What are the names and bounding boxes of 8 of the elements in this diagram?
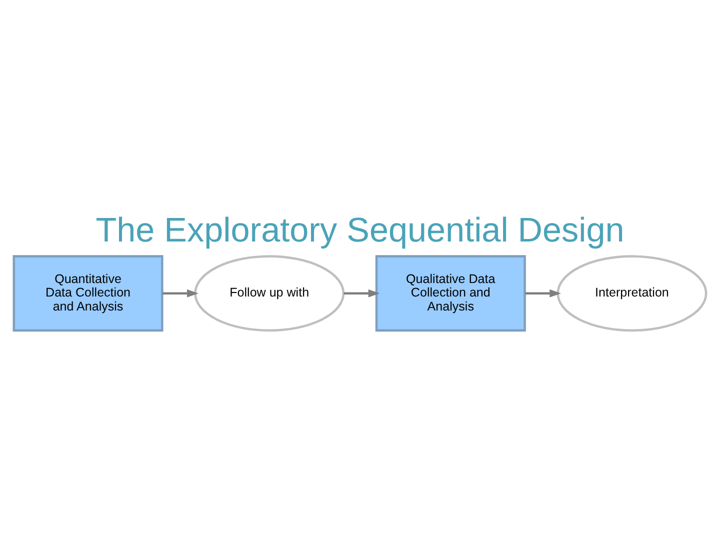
arrow: [525, 289, 562, 298]
diagram-title: The Exploratory Sequential Design: [96, 211, 624, 250]
arrow: [344, 289, 380, 298]
node-box: Quantitative Data Collection and Analysis: [12, 255, 164, 332]
node-ellipse: Interpretation: [556, 255, 708, 332]
node-box: Qualitative Data Collection and Analysis: [375, 255, 526, 332]
node-ellipse: Follow up with: [194, 255, 345, 332]
arrow: [162, 289, 198, 298]
